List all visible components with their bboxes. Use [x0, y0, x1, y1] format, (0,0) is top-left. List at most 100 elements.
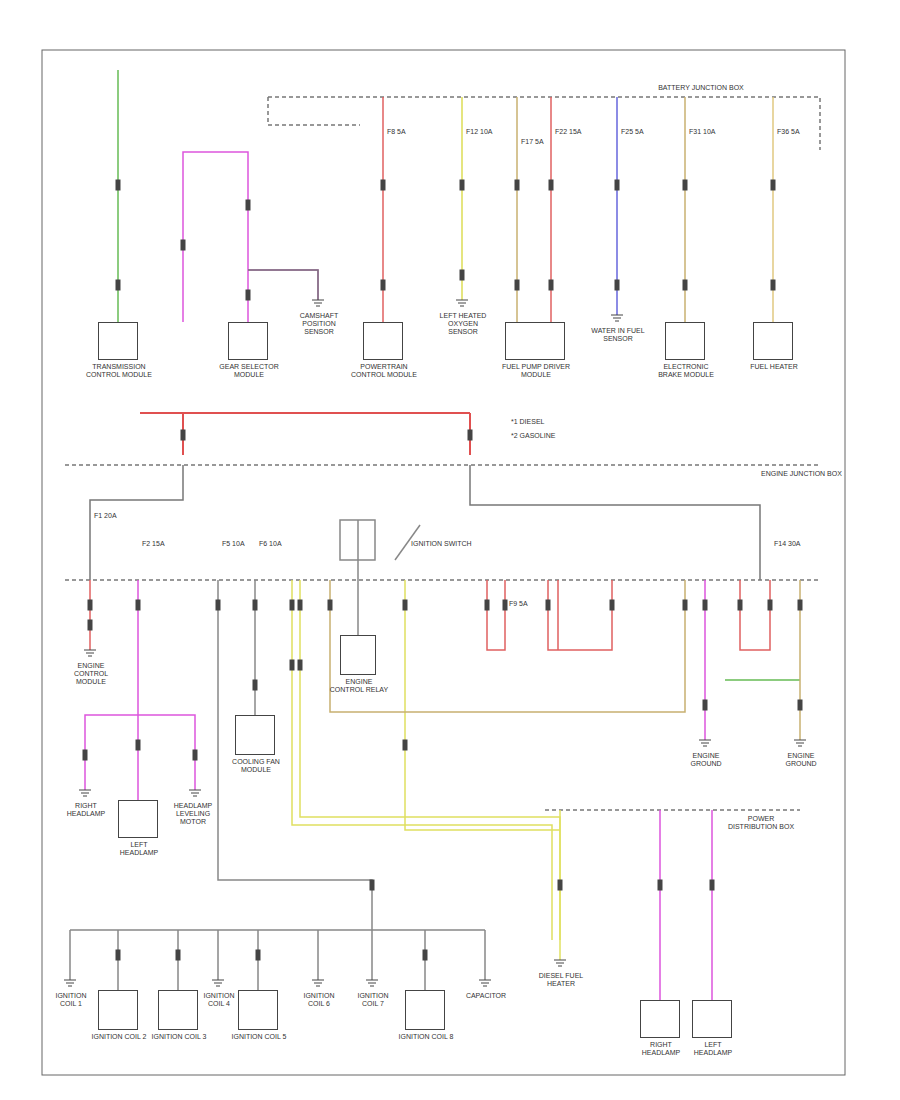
connector-symbol: [116, 180, 120, 190]
connector-symbol: [771, 280, 775, 290]
component-label: ELECTRONIC BRAKE MODULE: [651, 363, 721, 379]
component-box: ENGINE CONTROL RELAY: [340, 635, 376, 675]
ground-symbol: [312, 300, 324, 306]
wiring-label: CAMSHAFT POSITION SENSOR: [291, 312, 347, 336]
wiring-label: F14 30A: [773, 540, 801, 548]
connector-symbol: [683, 280, 687, 290]
ground-symbol: [479, 980, 491, 986]
component-label: POWERTRAIN CONTROL MODULE: [349, 363, 419, 379]
wiring-label: IGNITION COIL 1: [50, 992, 92, 1008]
wiring-label: HEADLAMP LEVELING MOTOR: [170, 802, 216, 826]
connector-symbol: [485, 600, 489, 610]
ground-symbol: [611, 315, 623, 321]
wiring-label: *2 GASOLINE: [510, 432, 556, 440]
connector-symbol: [193, 750, 197, 760]
component-box: TRANSMISSION CONTROL MODULE: [98, 322, 138, 360]
component-label: IGNITION COIL 5: [231, 1033, 287, 1041]
connector-symbol: [403, 600, 407, 610]
ground-symbol: [312, 980, 324, 986]
connector-symbol: [328, 600, 332, 610]
connector-symbol: [515, 180, 519, 190]
component-box: IGNITION COIL 2: [98, 990, 138, 1030]
connector-symbol: [710, 880, 714, 890]
connector-symbol: [658, 880, 662, 890]
component-label: IGNITION COIL 2: [91, 1033, 147, 1041]
wiring-label: DIESEL FUEL HEATER: [535, 972, 587, 988]
wiring-label: ENGINE JUNCTION BOX: [760, 470, 843, 478]
connector-symbol: [610, 600, 614, 610]
connector-symbol: [136, 600, 140, 610]
connector-symbol: [116, 280, 120, 290]
connector-symbol: [738, 600, 742, 610]
connector-symbol: [549, 180, 553, 190]
connector-symbol: [460, 270, 464, 280]
wiring-label: F8 5A: [386, 128, 407, 136]
ground-symbol: [189, 790, 201, 796]
component-label: FUEL HEATER: [739, 363, 809, 371]
wiring-label: CAPACITOR: [463, 992, 509, 1000]
connector-symbol: [515, 280, 519, 290]
component-box: IGNITION COIL 5: [238, 990, 278, 1030]
connector-symbol: [468, 430, 472, 440]
ground-symbol: [554, 960, 566, 966]
connector-symbol: [290, 600, 294, 610]
connector-symbol: [558, 880, 562, 890]
component-label: LEFT HEADLAMP: [111, 841, 167, 857]
connector-symbol: [381, 280, 385, 290]
component-label: LEFT HEADLAMP: [688, 1041, 738, 1057]
connector-symbol: [549, 280, 553, 290]
connector-symbol: [683, 180, 687, 190]
connector-symbol: [256, 950, 260, 960]
wiring-label: IGNITION COIL 7: [352, 992, 394, 1008]
wiring-label: F5 10A: [221, 540, 246, 548]
connector-symbol: [615, 280, 619, 290]
connector-symbol: [798, 600, 802, 610]
connector-symbol: [176, 950, 180, 960]
wiring-label: WATER IN FUEL SENSOR: [590, 327, 646, 343]
wiring-label: IGNITION COIL 6: [298, 992, 340, 1008]
connector-symbol: [181, 240, 185, 250]
connector-symbol: [88, 620, 92, 630]
connector-symbol: [615, 180, 619, 190]
wiring-label: F25 5A: [620, 128, 645, 136]
wiring-label: IGNITION COIL 4: [200, 992, 238, 1008]
wiring-label: F22 15A: [554, 128, 582, 136]
connector-symbol: [181, 430, 185, 440]
wiring-label: ENGINE CONTROL MODULE: [62, 662, 120, 686]
connector-symbol: [771, 180, 775, 190]
ground-symbol: [212, 980, 224, 986]
component-label: IGNITION COIL 8: [398, 1033, 454, 1041]
ground-symbol: [456, 300, 468, 306]
component-box: LEFT HEADLAMP: [692, 1000, 732, 1038]
wiring-label: F36 5A: [776, 128, 801, 136]
connector-symbol: [136, 740, 140, 750]
component-box: LEFT HEADLAMP: [118, 800, 158, 838]
connector-symbol: [503, 600, 507, 610]
connector-symbol: [683, 600, 687, 610]
component-label: FUEL PUMP DRIVER MODULE: [499, 363, 573, 379]
ground-symbol: [699, 740, 711, 746]
component-box: POWERTRAIN CONTROL MODULE: [363, 322, 403, 360]
component-label: GEAR SELECTOR MODULE: [214, 363, 284, 379]
connector-symbol: [290, 660, 294, 670]
connector-symbol: [403, 740, 407, 750]
component-box: COOLING FAN MODULE: [235, 715, 275, 755]
connector-symbol: [253, 600, 257, 610]
connector-symbol: [460, 180, 464, 190]
wiring-label: F1 20A: [93, 512, 118, 520]
wiring-label: F31 10A: [688, 128, 716, 136]
component-box: RIGHT HEADLAMP: [640, 1000, 680, 1038]
connector-symbol: [703, 700, 707, 710]
wiring-label: ENGINE GROUND: [777, 752, 825, 768]
wiring-label: POWER DISTRIBUTION BOX: [725, 815, 797, 831]
ground-symbol: [794, 740, 806, 746]
connector-symbol: [88, 600, 92, 610]
connector-symbol: [703, 600, 707, 610]
wiring-label: BATTERY JUNCTION BOX: [645, 84, 757, 92]
wiring-label: IGNITION SWITCH: [410, 540, 473, 548]
wiring-label: RIGHT HEADLAMP: [62, 802, 110, 818]
ground-symbol: [84, 650, 96, 656]
component-box: FUEL PUMP DRIVER MODULE: [505, 322, 565, 360]
ground-symbol: [64, 980, 76, 986]
component-label: RIGHT HEADLAMP: [636, 1041, 686, 1057]
